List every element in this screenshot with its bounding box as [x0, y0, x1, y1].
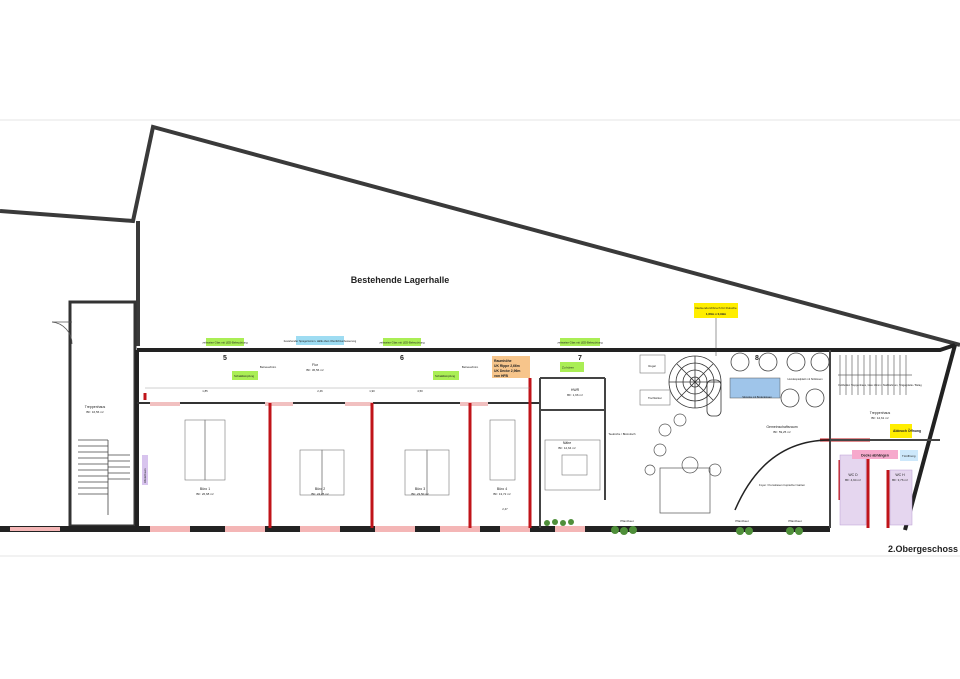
dim-a: 1,85: [202, 389, 208, 393]
tag-tuer: Türöffnung: [902, 454, 916, 458]
room-wc-d-name: WC D: [848, 473, 858, 477]
callout-glass-5: zeitweise Glas mit LED-Beleuchtung: [202, 341, 248, 345]
callout-ceiling-bg: [694, 303, 738, 318]
wc-h-tiles: [889, 469, 913, 526]
label-teekueche: Teeküche / Bistrotisch: [608, 432, 636, 436]
callout-mirror-bg: [296, 336, 344, 345]
callout-ceiling-size: 1,60m x 0,99m: [706, 312, 727, 316]
tag-zu-hoeren: Zu hören: [562, 366, 574, 370]
left-stair-block: [51, 300, 137, 528]
room-wc-h-name: WC H: [895, 473, 905, 477]
tag-decke-bg: [852, 450, 898, 459]
room-gemeinschaft-name: Gemeinschaftsraum: [766, 425, 797, 429]
callout-glass-7-bg: [560, 338, 600, 346]
floor-label: 2.Obergeschoss: [888, 544, 958, 554]
callout-raumhoehe-4: von HFB: [494, 374, 508, 378]
wc-d-tiles: [839, 454, 867, 526]
dim-d: 4,50: [417, 389, 423, 393]
room-gemeinschaft-area: BF: 59,25 m²: [773, 430, 790, 434]
spiral-slide: [668, 355, 722, 417]
corridor-wall: [137, 402, 540, 406]
label-pflanzen-3: Pflanzbeet: [788, 519, 801, 523]
tag-schall-2: Schalldämpfung: [435, 374, 456, 378]
callout-mirror: bestehender Spiegel komm. Hälfe oben Obe…: [284, 339, 357, 343]
tag-vertical-bg: [142, 455, 148, 485]
right-stair-block: [838, 355, 912, 395]
tag-abbruch: Abbruch Öffnung: [893, 428, 921, 433]
label-stair-note: Fußboden Treppenhaus, Glas 10mm / Stahlr…: [838, 383, 922, 387]
tag-schall-2-bg: [433, 371, 459, 380]
stair-left-area: BF: 16,56 m²: [86, 410, 103, 414]
room-hwr-name: HWR: [571, 388, 580, 392]
label-sitzecke: Sitzecke mit Bodenkissen: [742, 395, 772, 399]
room-buero1-area: BF: 26,68 m²: [196, 492, 213, 496]
tag-vertical: Abstellraum: [143, 468, 147, 483]
room-buero3-name: Büro 3: [415, 487, 425, 491]
room-buero2-name: Büro 2: [315, 487, 325, 491]
callout-glass-6: zeitweise Glas mit LED-Beleuchtung: [379, 341, 425, 345]
label-regal: Regal: [648, 364, 656, 368]
label-betreuung-1: Betreuerbüro: [260, 365, 277, 369]
callout-ceiling-title: Deckendurchbruch für Rutsche: [695, 306, 737, 310]
marker-7: 7: [578, 355, 582, 362]
interior-walls: [539, 350, 940, 528]
label-forum: Foyer / Kunstrasen tropischer Garten: [759, 483, 805, 487]
marker-5: 5: [223, 355, 227, 362]
callout-raumhoehe-3: UK Decke 2,96m: [494, 369, 520, 373]
callout-glass-7: zeitweise Glas mit LED-Beleuchtung: [557, 341, 603, 345]
red-partitions: [143, 378, 890, 528]
marker-6: 6: [400, 355, 404, 362]
marker-8: 8: [755, 355, 759, 362]
label-pflanzen-2: Pflanzbeet: [735, 519, 748, 523]
dim-b: 2,46: [317, 389, 323, 393]
tag-abbruch-bg: [890, 424, 912, 438]
room-wc-d-area: BF: 4,94 m²: [845, 478, 861, 482]
label-pflanzen-1: Pflanzbeet: [620, 519, 633, 523]
callout-raumhoehe-2: UK Rippe 2,66m: [494, 364, 520, 368]
room-wc-h-area: BF: 3,76 m²: [892, 478, 908, 482]
warehouse-outline: [0, 124, 960, 347]
room-stair-right-area: BF: 12,61 m²: [871, 416, 888, 420]
plants: [544, 519, 803, 535]
room-buero4-name: Büro 4: [497, 487, 507, 491]
tag-tuer-bg: [900, 450, 918, 461]
tag-schall-1: Schalldämpfung: [234, 374, 255, 378]
label-hundespielplatz: Hundespielplatz mit Sitzkissen: [787, 377, 823, 381]
warehouse-label: Bestehende Lagerhalle: [351, 275, 450, 285]
callout-glass-5-bg: [206, 338, 244, 346]
label-stehbar: Stehtisch mit Hockern: [669, 527, 697, 531]
room-naehe-name: Nähe: [563, 441, 571, 445]
callout-raumhoehe-bg: [492, 356, 530, 378]
room-buero2-area: BF: 24,25 m²: [311, 492, 328, 496]
office-furniture: [184, 354, 671, 496]
room-naehe-area: BF: 12,64 m²: [558, 446, 575, 450]
dim-e: 2,47: [502, 507, 508, 511]
room-flur-name: Flur: [312, 363, 319, 367]
room-buero3-area: BF: 23,50 m²: [411, 492, 428, 496]
label-betreuung-2: Betreuerbüro: [462, 365, 479, 369]
room-buero4-area: BF: 13,72 m²: [493, 492, 510, 496]
tag-zu-hoeren-bg: [560, 362, 584, 372]
tables-cluster: [644, 413, 831, 514]
callout-glass-6-bg: [383, 338, 421, 346]
room-flur-area: BF: 36,56 m²: [306, 368, 323, 372]
callout-raumhoehe-1: Raumhöhe: [494, 359, 512, 363]
room-stair-right-name: Treppenhaus: [870, 411, 891, 415]
tag-schall-1-bg: [232, 371, 258, 380]
room-hwr-area: BF: 1,96 m²: [567, 393, 583, 397]
play-area: [729, 352, 830, 408]
label-tischkicker: Tischkicker: [648, 396, 662, 400]
room-buero1-name: Büro 1: [200, 487, 210, 491]
tag-decke: Decke abhängen: [861, 454, 889, 458]
dim-c: 1,90: [369, 389, 375, 393]
building-outer-walls: [135, 343, 957, 531]
bottom-window-openings: [10, 526, 585, 532]
stair-left-name: Treppenhaus: [85, 405, 106, 409]
